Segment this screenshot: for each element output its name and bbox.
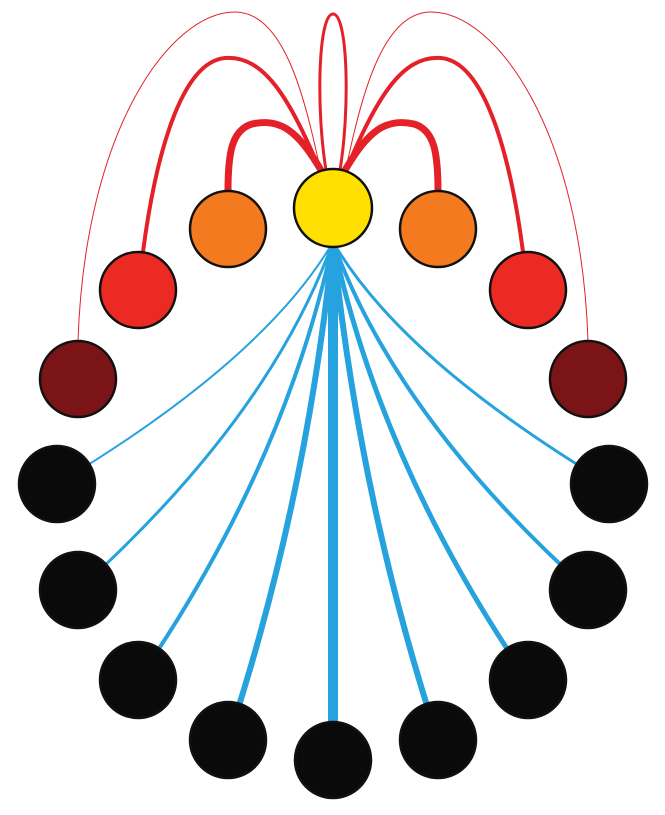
- red-edge-dark-red-left: [77, 11, 321, 342]
- blue-edge-black-9: [331, 240, 611, 486]
- node-black-7: [488, 640, 568, 720]
- blue-edge-black-4: [225, 239, 336, 743]
- red-edge-red-left: [141, 55, 322, 254]
- node-red-right: [488, 250, 568, 330]
- edge-layer: [56, 11, 611, 765]
- red-edge-orange-left: [224, 119, 326, 195]
- blue-edge-black-10: [332, 241, 589, 591]
- node-black-5: [293, 720, 373, 800]
- node-orange-right: [398, 189, 478, 269]
- node-black-1: [17, 444, 97, 524]
- node-dark-red-right: [548, 339, 628, 419]
- red-edge-orange-right: [340, 119, 442, 195]
- blue-edge-black-7: [330, 239, 531, 683]
- node-red-left: [98, 250, 178, 330]
- red-edge-dark-red-right: [345, 11, 589, 342]
- red-edge-red-right: [344, 55, 525, 254]
- node-black-4: [188, 700, 268, 780]
- node-layer: [17, 167, 649, 800]
- node-black-2: [38, 550, 118, 630]
- blue-edge-black-6: [330, 239, 441, 743]
- self-loop-edge: [318, 12, 348, 172]
- blue-edge-black-1: [56, 241, 334, 485]
- node-orange-left: [188, 189, 268, 269]
- blue-edge-black-3: [136, 240, 335, 682]
- node-black-6: [398, 700, 478, 780]
- node-center: [292, 167, 374, 249]
- node-dark-red-left: [38, 339, 118, 419]
- blue-edge-black-2: [76, 240, 335, 592]
- node-black-9: [569, 444, 649, 524]
- node-black-3: [98, 640, 178, 720]
- node-black-8: [548, 550, 628, 630]
